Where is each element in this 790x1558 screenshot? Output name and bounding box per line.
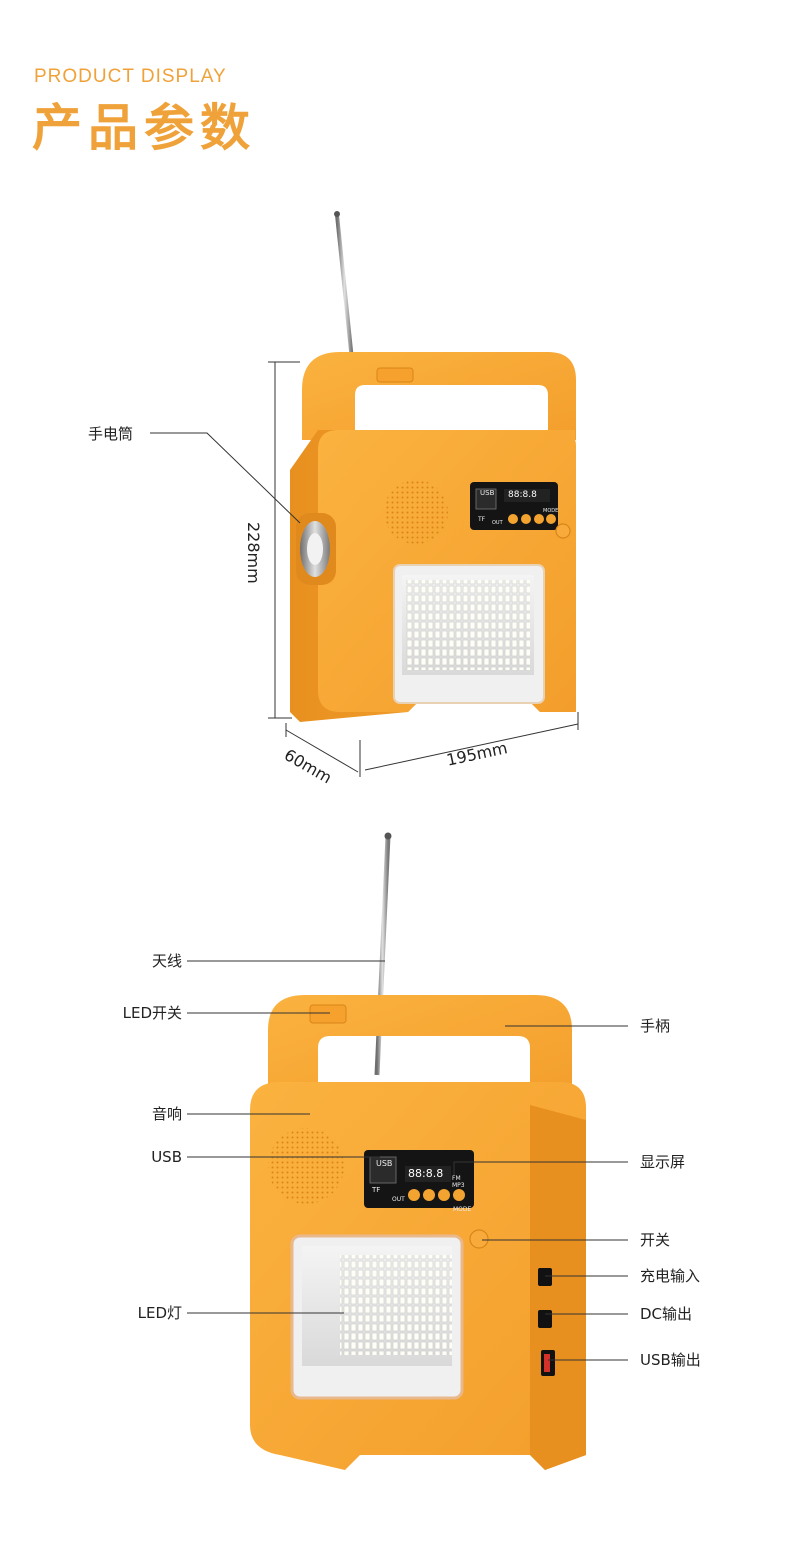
- dimension-depth-line: [285, 723, 361, 777]
- bottom-display-digits: 88:8.8: [408, 1167, 444, 1180]
- bottom-body: [250, 1082, 586, 1470]
- top-body: [290, 430, 576, 722]
- dimension-height-label: 228mm: [244, 522, 263, 584]
- header-subtitle: PRODUCT DISPLAY: [34, 66, 227, 87]
- top-tf-text: TF: [478, 516, 486, 523]
- charge-input-port: [538, 1268, 552, 1286]
- bottom-speaker: [268, 1128, 344, 1204]
- bottom-mp3-text: MP3: [452, 1182, 465, 1189]
- top-speaker: [384, 480, 448, 544]
- top-display-panel: [470, 482, 558, 530]
- charge-input-label: 充电输入: [640, 1267, 701, 1285]
- led-light-label: LED灯: [137, 1304, 182, 1322]
- bottom-usb-slot-text: USB: [376, 1159, 393, 1168]
- bottom-led-panel: [290, 1234, 464, 1400]
- bottom-fm-text: FM: [452, 1175, 461, 1182]
- top-handle: [302, 352, 576, 440]
- top-usb-slot-text: USB: [480, 489, 495, 497]
- display-label: 显示屏: [640, 1153, 686, 1171]
- flashlight-label: 手电筒: [88, 425, 134, 443]
- header-title: 产品参数: [32, 99, 256, 157]
- bottom-tf-text: TF: [372, 1186, 381, 1194]
- bottom-display-panel: [364, 1150, 474, 1208]
- dc-output-label: DC输出: [640, 1305, 693, 1323]
- handle-label: 手柄: [640, 1017, 671, 1035]
- bottom-leader-lines: [187, 960, 628, 1361]
- power-switch-label: 开关: [640, 1231, 671, 1249]
- bottom-out-text: OUT: [392, 1196, 405, 1203]
- top-mode-text: MODE: [543, 508, 559, 514]
- top-flashlight: [296, 513, 336, 585]
- bottom-power-button: [469, 1229, 489, 1249]
- top-display-digits: 88:8.8: [508, 490, 537, 500]
- top-antenna: [334, 211, 354, 361]
- usb-output-label: USB输出: [640, 1351, 701, 1369]
- bottom-mode-text: MODE: [453, 1206, 472, 1213]
- bottom-antenna: [374, 832, 392, 1076]
- dimension-width-line: [364, 712, 579, 771]
- flashlight-leader-line: [150, 432, 301, 524]
- usb-label: USB: [151, 1148, 182, 1166]
- antenna-label: 天线: [151, 952, 182, 970]
- top-power-button: [555, 523, 571, 539]
- dc-output-port: [538, 1310, 552, 1328]
- speaker-label: 音响: [151, 1105, 182, 1123]
- dimension-height-line: [268, 361, 300, 719]
- top-out-text: OUT: [492, 520, 503, 526]
- top-led-panel: [393, 564, 545, 704]
- bottom-handle: [268, 995, 572, 1100]
- led-switch-label: LED开关: [122, 1004, 182, 1022]
